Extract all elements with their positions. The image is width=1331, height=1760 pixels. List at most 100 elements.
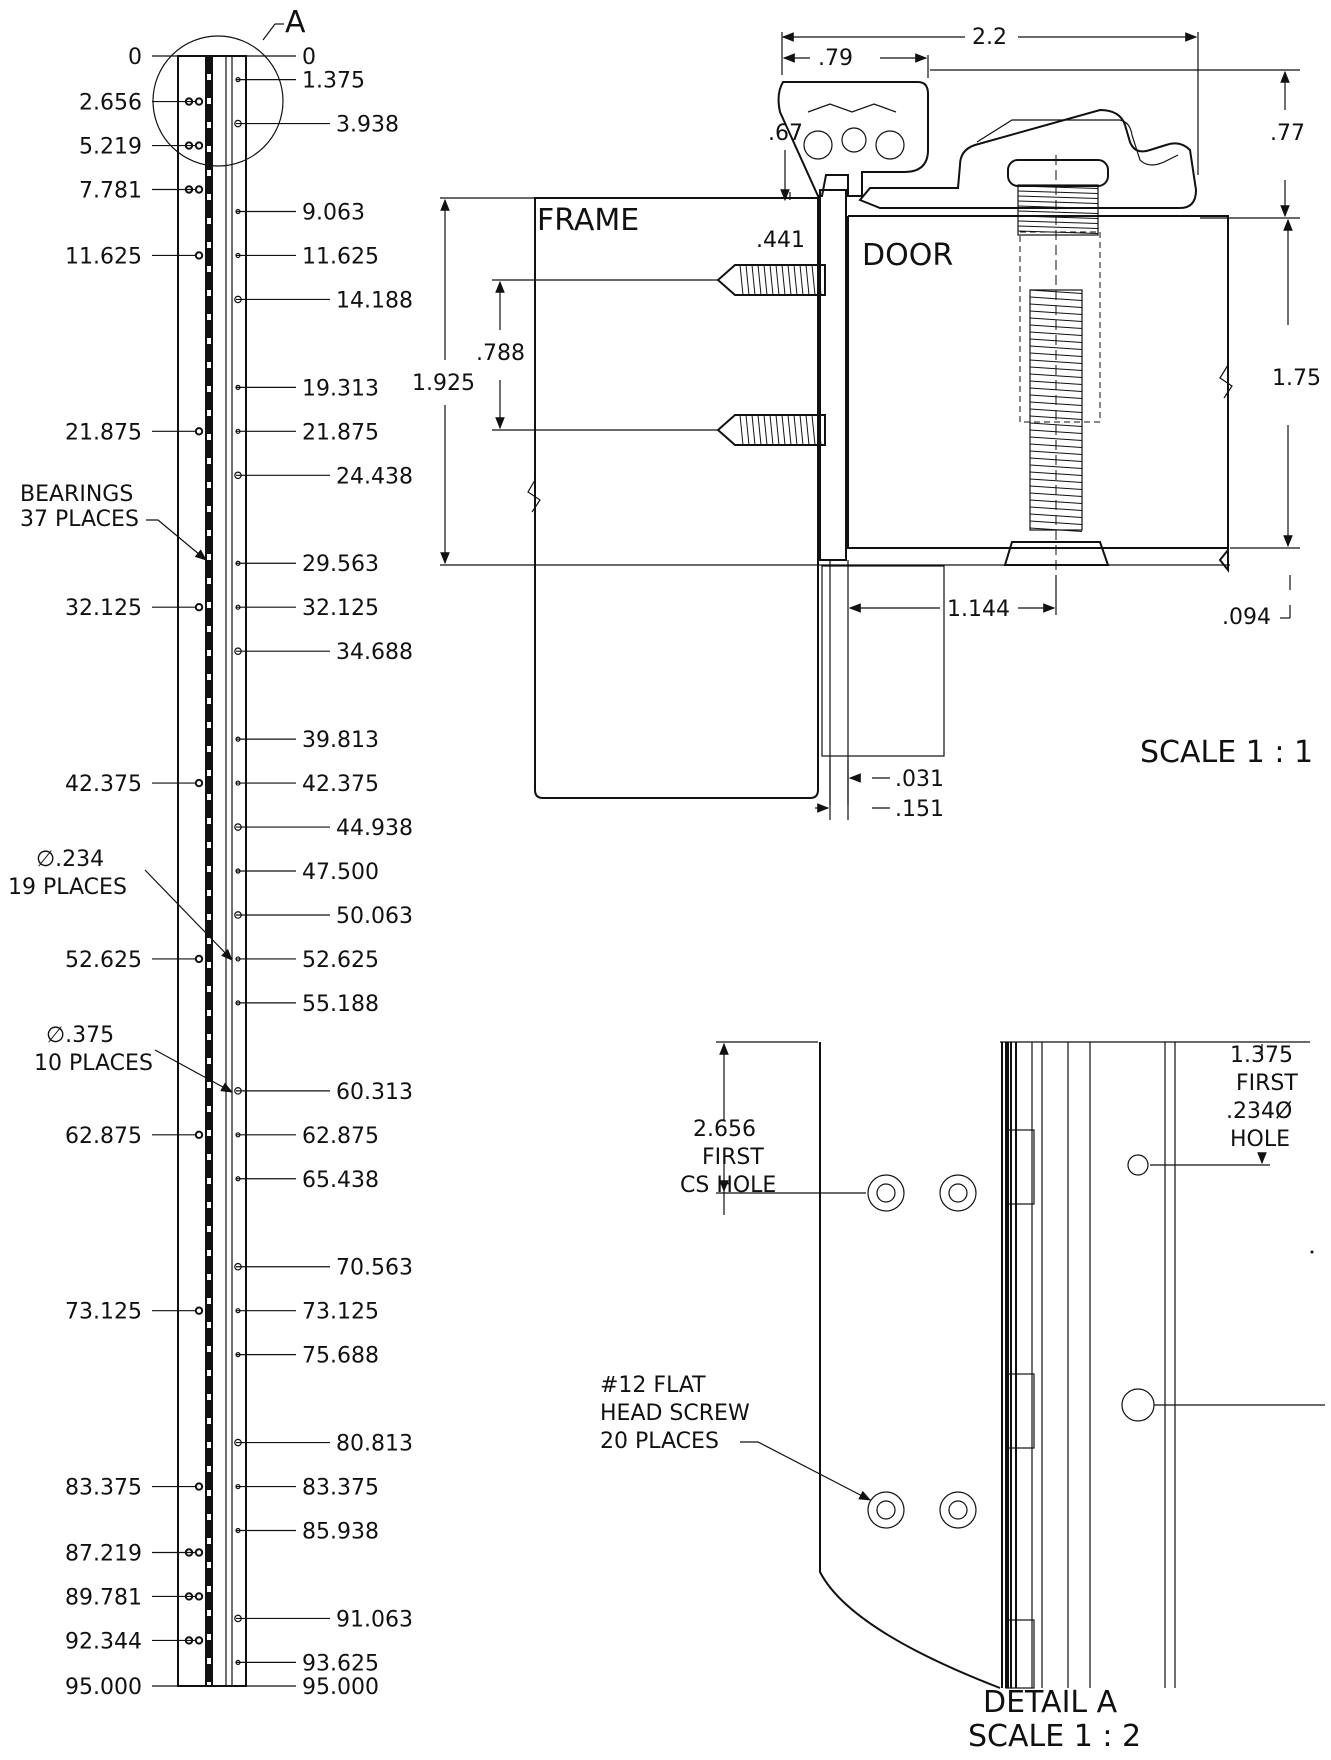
first-cs-hole-label: CS HOLE <box>680 1173 776 1198</box>
thread-line <box>781 414 786 446</box>
large-hole-mark <box>234 119 242 128</box>
cs-hole-mark <box>194 141 204 150</box>
thread-line <box>1017 230 1099 234</box>
right-station-label: 85.938 <box>302 1520 379 1545</box>
detail-a-view: 2.656 FIRST CS HOLE 1.375 FIRST .234Ø HO… <box>600 1041 1325 1754</box>
left-station-label: 0 <box>128 45 142 70</box>
cs-hole-mark <box>184 1636 194 1645</box>
left-station-label: 83.375 <box>65 1476 142 1501</box>
left-station-label: 89.781 <box>65 1585 142 1610</box>
first-small-hole-dim: 1.375 <box>1230 1043 1293 1068</box>
thread-line <box>793 414 798 446</box>
cs-hole-mark <box>194 778 204 788</box>
cs-hole-mark <box>194 1592 204 1601</box>
thread-line <box>1029 373 1083 378</box>
thread-line <box>1029 436 1083 441</box>
left-station-label: 92.344 <box>65 1629 142 1654</box>
bearings-note-line2: 37 PLACES <box>20 507 139 532</box>
left-station-label: 73.125 <box>65 1300 142 1325</box>
left-station-label: 87.219 <box>65 1541 142 1566</box>
large-hole-mark <box>234 647 242 655</box>
large-hole-mark <box>234 1087 242 1095</box>
right-station-label: 55.188 <box>302 992 379 1017</box>
right-station-label: 32.125 <box>302 596 379 621</box>
small-hole-mark <box>235 736 241 742</box>
thread-line <box>805 264 810 296</box>
thread-line <box>1029 464 1083 469</box>
right-dimension-column: 01.3753.9389.06311.62514.18819.31321.875… <box>234 45 413 1700</box>
small-hole-mark <box>235 956 241 962</box>
small-hole-mark <box>235 252 241 259</box>
cs-hole <box>867 1491 905 1529</box>
left-station-label: 32.125 <box>65 596 142 621</box>
section-view: FRAME DOOR <box>412 25 1321 822</box>
dim-079: .79 <box>818 46 853 71</box>
detail-outline <box>819 1042 1001 1689</box>
cs-hole-mark <box>184 1592 194 1601</box>
thread-line <box>1017 225 1099 229</box>
thread-line <box>739 264 744 296</box>
large-hole-mark <box>234 823 242 831</box>
right-station-label: 29.563 <box>302 552 379 577</box>
dim-0151: .151 <box>895 797 944 822</box>
cs-hole <box>939 1174 977 1212</box>
small-hole-mark <box>235 1308 241 1314</box>
right-station-label: 70.563 <box>336 1256 413 1281</box>
cs-hole-mark <box>194 1130 204 1140</box>
large-hole-note-line2: 10 PLACES <box>34 1051 153 1076</box>
small-hole-mark <box>235 560 241 566</box>
large-hole-mark <box>234 911 242 919</box>
left-station-label: 2.656 <box>79 91 142 116</box>
left-station-label: 21.875 <box>65 420 142 445</box>
cs-hole-mark <box>184 1548 194 1557</box>
thread-line <box>811 414 816 446</box>
thread-line <box>1017 220 1099 224</box>
thread-line <box>757 264 762 296</box>
thread-line <box>1029 359 1083 364</box>
screw-note-line2: HEAD SCREW <box>600 1401 750 1426</box>
bearings-note-line1: BEARINGS <box>20 482 133 507</box>
small-hole-mark <box>235 1000 241 1006</box>
screw-note-line1: #12 FLAT <box>600 1373 706 1398</box>
right-station-label: 95.000 <box>302 1675 379 1700</box>
thread-line <box>775 414 780 446</box>
thread-line <box>787 264 792 296</box>
small-hole-mark <box>235 208 241 215</box>
right-station-label: 80.813 <box>336 1432 413 1457</box>
right-station-label: 93.625 <box>302 1651 379 1676</box>
dim-0788: .788 <box>476 341 525 366</box>
door-label: DOOR <box>862 238 953 273</box>
small-hole-mark <box>235 76 241 83</box>
dim-0031: .031 <box>895 767 944 792</box>
thread-line <box>1029 527 1083 532</box>
thread-line <box>1017 185 1099 189</box>
hinge-profile-left-leaf <box>777 81 929 197</box>
thread-line <box>1017 210 1099 214</box>
large-hole-mark <box>234 1262 242 1271</box>
thread-line <box>739 414 744 446</box>
thread-line <box>1017 190 1099 194</box>
frame-label: FRAME <box>537 203 639 238</box>
left-station-label: 95.000 <box>65 1675 142 1700</box>
right-station-label: 1.375 <box>302 69 365 94</box>
right-station-label: 65.438 <box>302 1168 379 1193</box>
right-station-label: 24.438 <box>336 464 413 489</box>
thread-line <box>769 264 774 296</box>
section-scale: SCALE 1 : 1 <box>1140 735 1313 770</box>
dim-077: .77 <box>1270 121 1305 146</box>
dim-1925: 1.925 <box>412 371 475 396</box>
small-hole-mark <box>235 384 241 390</box>
first-small-hole-first: FIRST <box>1236 1071 1298 1096</box>
small-hole-mark <box>235 428 241 434</box>
thread-line <box>775 264 780 296</box>
large-hole-note-line1: ∅.375 <box>46 1023 114 1048</box>
left-station-label: 7.781 <box>79 179 142 204</box>
small-hole-note-line2: 19 PLACES <box>8 875 127 900</box>
thread-line <box>769 414 774 446</box>
thread-line <box>1017 195 1099 199</box>
large-hole-mark <box>234 1614 242 1623</box>
cs-hole <box>867 1174 905 1212</box>
thread-line <box>799 414 804 446</box>
thread-line <box>1029 422 1083 427</box>
